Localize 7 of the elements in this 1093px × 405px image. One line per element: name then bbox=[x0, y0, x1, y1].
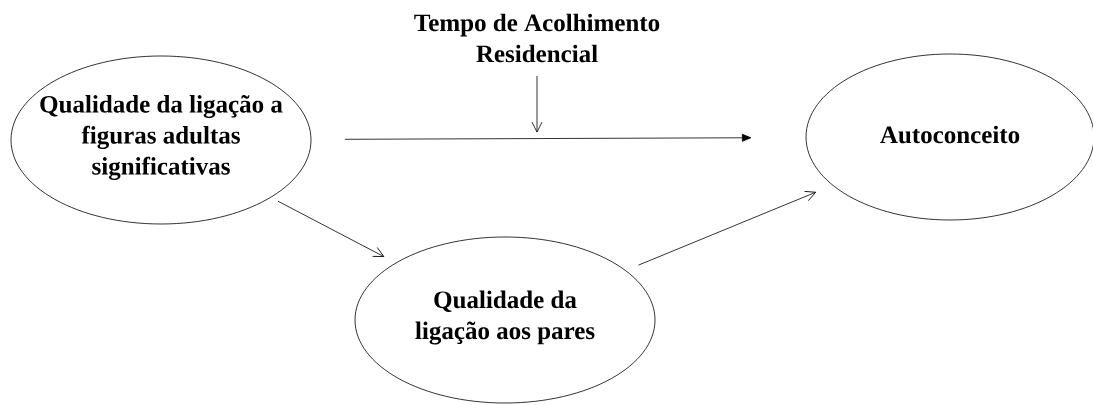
arrow bbox=[531, 75, 543, 133]
arrow bbox=[277, 200, 385, 257]
arrow bbox=[344, 133, 752, 142]
node-text: Tempo de Acolhimento Residencial bbox=[414, 13, 660, 63]
ellipse-node: Qualidade da ligação a figuras adultas significativas bbox=[10, 55, 312, 225]
arrow bbox=[638, 191, 817, 266]
ellipse-node: Qualidade da ligação aos pares bbox=[354, 236, 656, 404]
